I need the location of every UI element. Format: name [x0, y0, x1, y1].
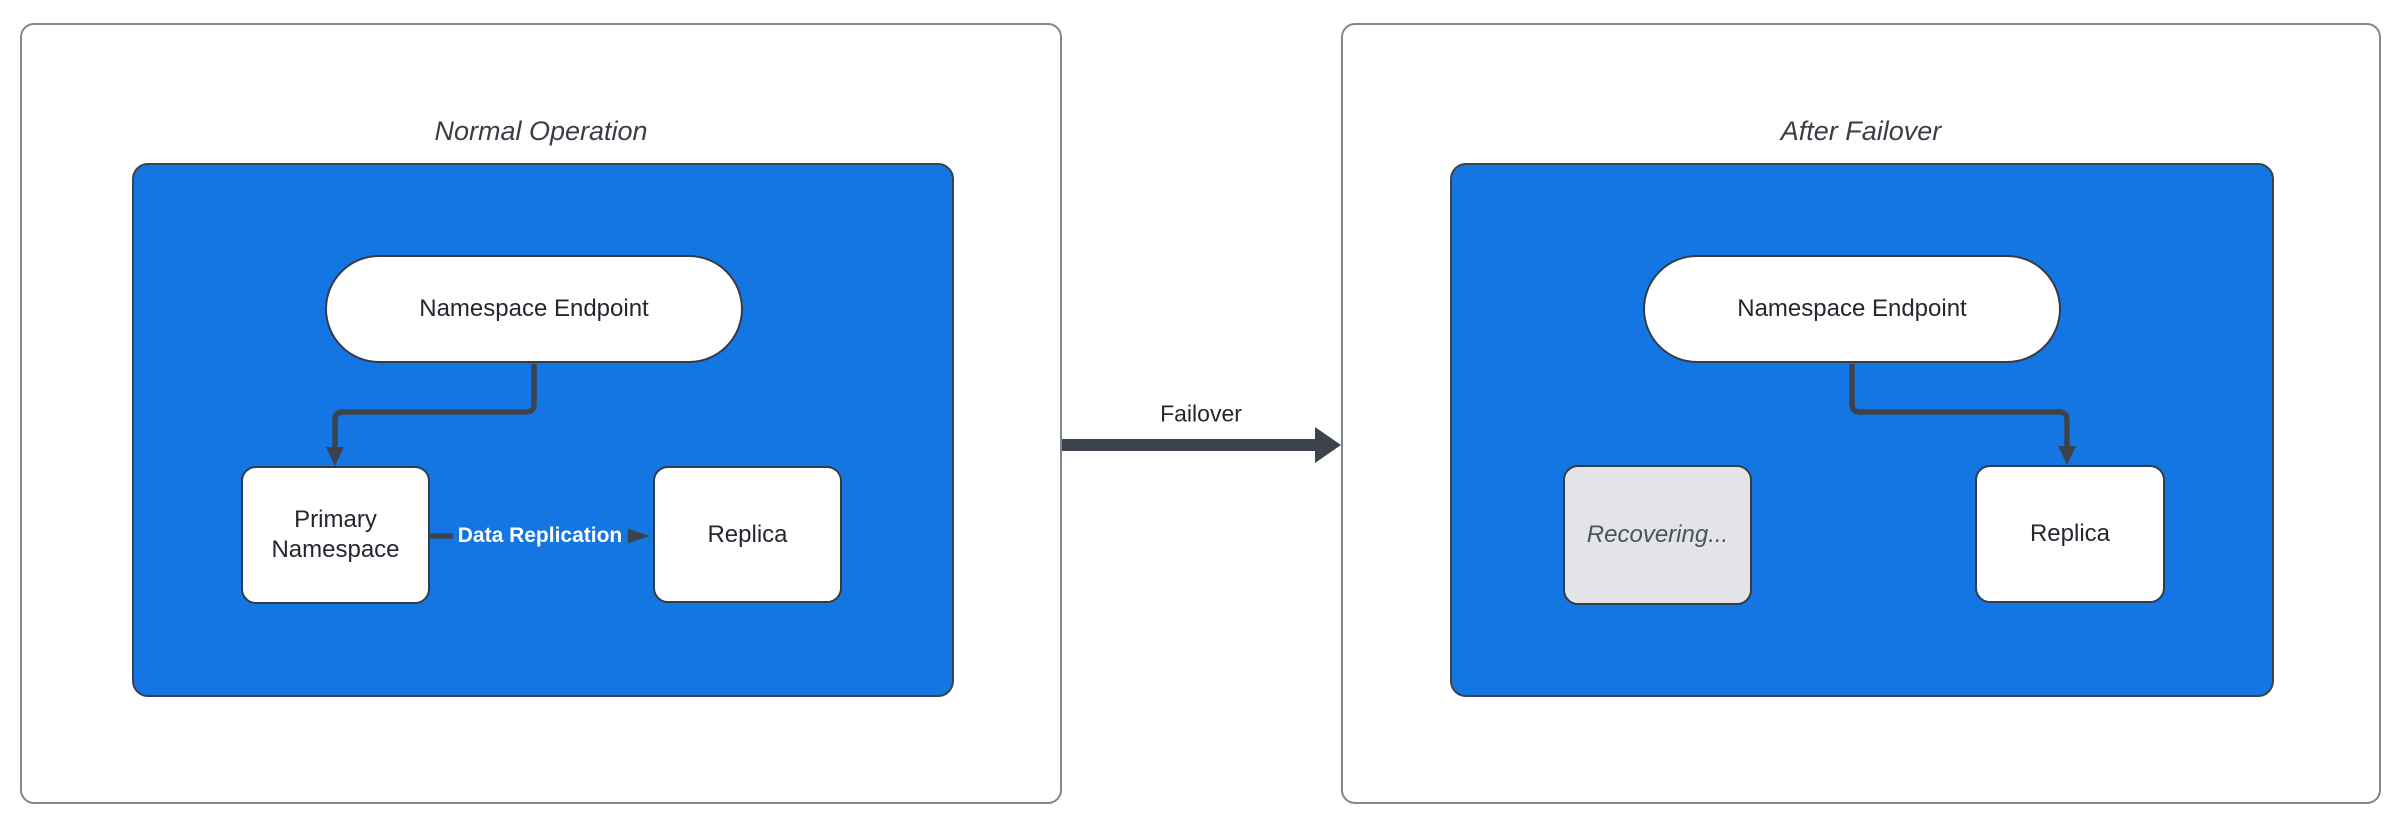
replica-node-normal: Replica [653, 466, 842, 603]
namespace-container-normal [132, 163, 954, 697]
recovering-node: Recovering... [1563, 465, 1752, 605]
panel-title-after-failover: After Failover [1780, 116, 1942, 146]
namespace-endpoint-node-failover: Namespace Endpoint [1643, 255, 2061, 363]
primary-namespace-label: Primary Namespace [271, 506, 400, 563]
data-replication-label: Data Replication [452, 522, 628, 550]
replica-node-failover: Replica [1975, 465, 2165, 603]
namespace-endpoint-label: Namespace Endpoint [419, 295, 649, 322]
namespace-container-failover [1450, 163, 2274, 697]
replica-label: Replica [2029, 520, 2111, 547]
namespace-endpoint-node-normal: Namespace Endpoint [325, 255, 743, 363]
replica-label: Replica [707, 520, 788, 548]
panel-title-normal-operation: Normal Operation [434, 116, 648, 146]
recovering-label: Recovering... [1586, 521, 1729, 548]
namespace-endpoint-label: Namespace Endpoint [1737, 295, 1967, 322]
failover-label: Failover [1160, 400, 1242, 428]
failover-arrow [1062, 427, 1341, 463]
primary-namespace-node: Primary Namespace [241, 466, 430, 604]
